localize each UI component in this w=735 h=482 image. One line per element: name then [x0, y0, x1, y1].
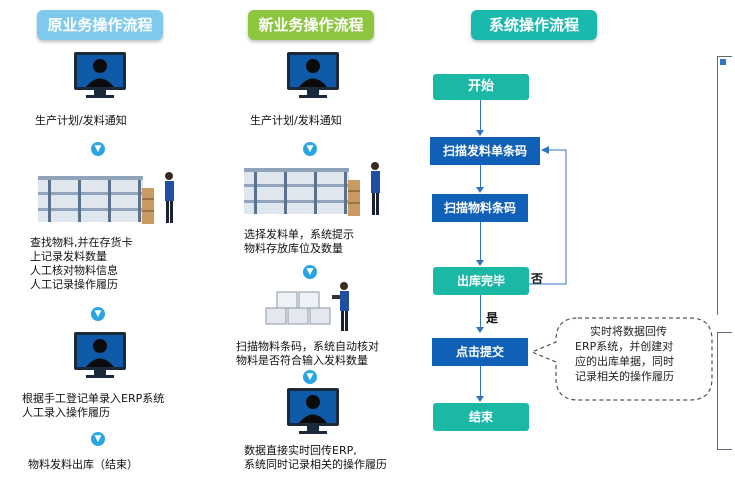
warehouse-shelves-icon: [38, 172, 174, 224]
header-old-process: 原业务操作流程: [37, 10, 163, 40]
old-step2-line4: 人工记录操作履历: [30, 278, 118, 291]
note-line1: 实时将数据回传: [590, 325, 667, 338]
chevron-down-icon: ▼: [303, 142, 317, 156]
right-frame-top: [717, 56, 732, 315]
flow-arrow: [480, 222, 481, 260]
old-step4-text: 物料发料出库（结束）: [28, 458, 138, 471]
new-step4-line1: 数据直接实时回传ERP,: [244, 444, 357, 457]
note-line3: 应的出库单据，同时: [575, 355, 674, 368]
flow-arrowhead: [476, 187, 484, 193]
yes-label: 是: [486, 311, 499, 325]
flow-arrow: [480, 366, 481, 396]
old-step3-line1: 根据手工登记单录入ERP系统: [22, 392, 165, 405]
right-frame-bottom: [717, 332, 732, 450]
node-complete: 出库完毕: [433, 267, 529, 295]
old-step2-line2: 上记录发料数量: [30, 250, 107, 263]
flow-arrowhead: [476, 260, 484, 266]
computer-user-icon: [74, 332, 126, 378]
old-step1-text: 生产计划/发料通知: [35, 114, 127, 127]
node-end: 结束: [433, 403, 529, 431]
scanning-boxes-icon: [265, 282, 349, 331]
new-step4-line2: 系统同时记录相关的操作履历: [244, 458, 387, 471]
no-label: 否: [531, 272, 544, 286]
new-step2-line1: 选择发料单，系统提示: [244, 228, 354, 241]
chevron-down-icon: ▼: [303, 370, 317, 384]
node-start: 开始: [433, 74, 529, 100]
computer-user-icon: [287, 52, 339, 98]
old-step3-line2: 人工录入操作履历: [22, 406, 110, 419]
node-scan-doc: 扫描发料单条码: [430, 137, 540, 165]
new-step1-text: 生产计划/发料通知: [250, 114, 342, 127]
note-line4: 记录相关的操作履历: [575, 370, 674, 383]
node-submit: 点击提交: [432, 338, 528, 366]
warehouse-shelves-icon: [244, 162, 380, 216]
new-step3-line2: 物料是否符合输入发料数量: [236, 354, 368, 367]
new-step2-line2: 物料存放库位及数量: [244, 242, 343, 255]
flow-arrow: [480, 100, 481, 130]
header-new-process: 新业务操作流程: [248, 10, 374, 40]
chevron-down-icon: ▼: [91, 142, 105, 156]
flow-arrowhead: [476, 396, 484, 402]
chevron-down-icon: ▼: [303, 265, 317, 279]
computer-user-icon: [287, 388, 339, 434]
new-step3-line1: 扫描物料条码，系统自动核对: [236, 340, 379, 353]
node-scan-item: 扫描物料条码: [432, 194, 528, 222]
note-line2: ERP系统，并创建对: [575, 340, 674, 353]
chevron-down-icon: ▼: [91, 432, 105, 446]
flow-arrow: [480, 165, 481, 187]
computer-user-icon: [74, 52, 126, 98]
flow-arrowhead: [476, 130, 484, 136]
old-step2-line1: 查找物料,并在存货卡: [30, 236, 133, 249]
flow-arrowhead: [476, 327, 484, 333]
old-step2-line3: 人工核对物料信息: [30, 264, 118, 277]
header-system-process: 系统操作流程: [471, 10, 597, 40]
flow-arrow: [480, 295, 481, 327]
chevron-down-icon: ▼: [91, 307, 105, 321]
